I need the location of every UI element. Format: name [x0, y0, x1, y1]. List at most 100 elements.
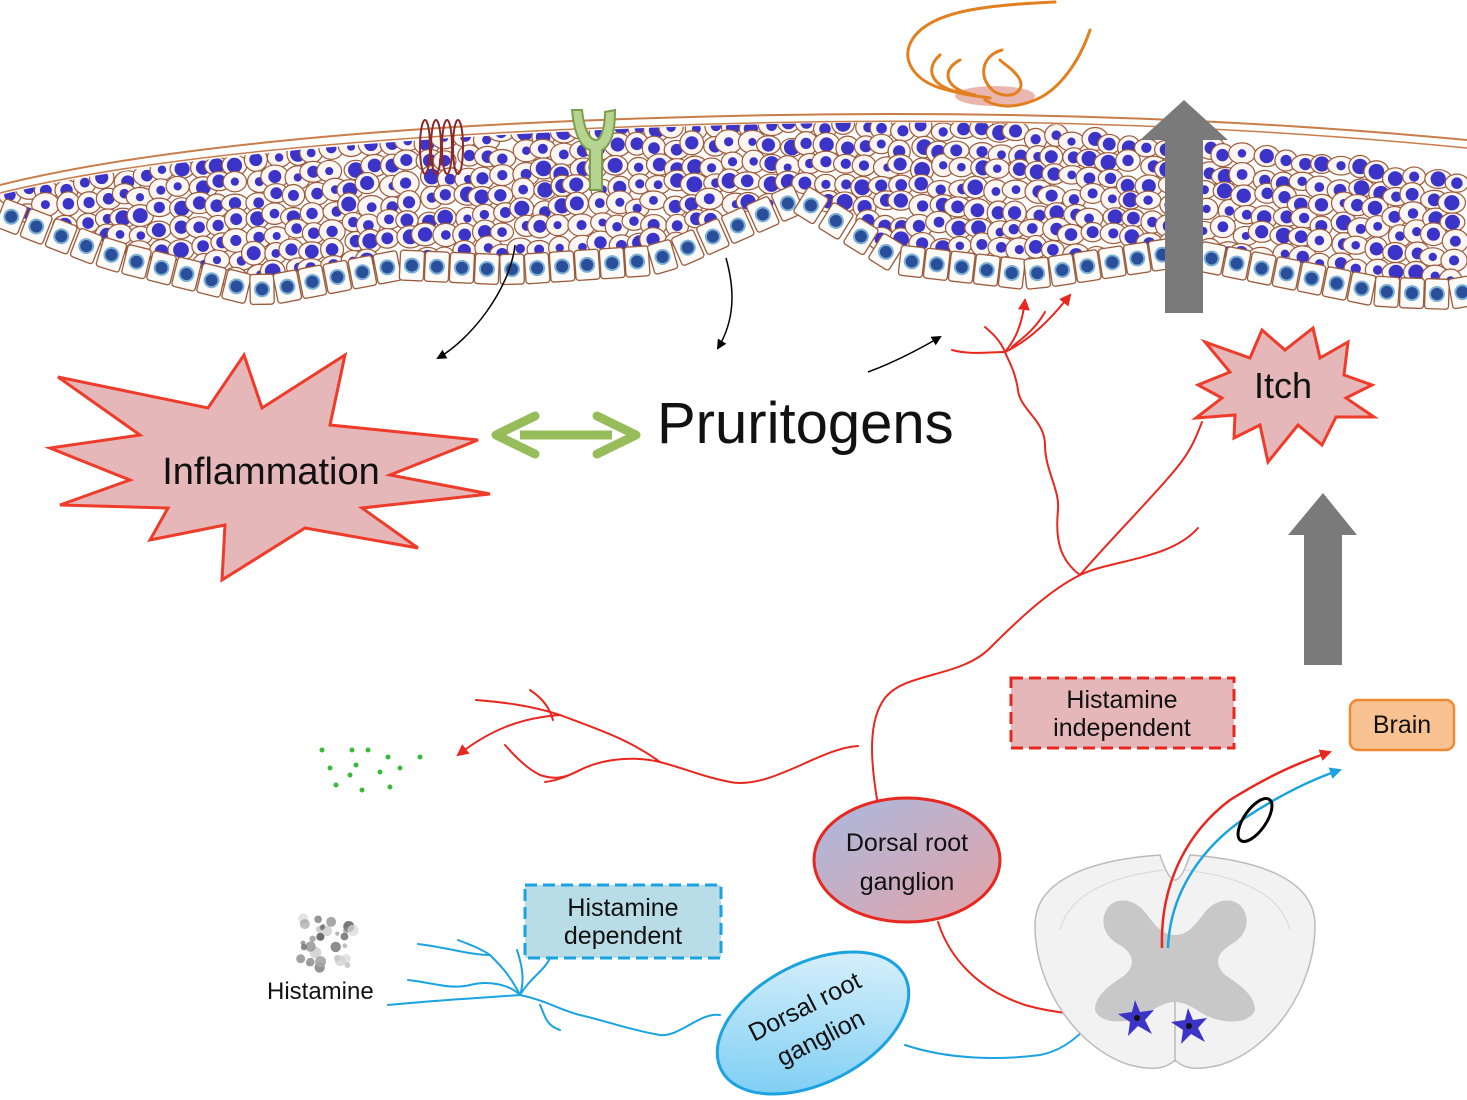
cell-nucleus [1237, 149, 1247, 158]
cell-nucleus [615, 197, 625, 207]
basal-cell [171, 256, 202, 292]
cell-nucleus [347, 142, 356, 151]
cell-nucleus [1107, 194, 1117, 204]
cell-nucleus [893, 157, 907, 171]
histamine-granule [326, 916, 337, 927]
basal-cell [1271, 256, 1302, 291]
basal-cell [1196, 241, 1227, 276]
basal-cell [44, 218, 78, 255]
cell-nucleus [670, 143, 683, 156]
cell-nucleus [102, 193, 115, 205]
cell-nucleus [955, 241, 965, 251]
histamine-granule [330, 941, 341, 953]
itch-burst: Itch [1191, 325, 1379, 466]
pruritogen-dot [387, 784, 393, 790]
cell-nucleus [1141, 142, 1152, 153]
cell-nucleus [366, 202, 377, 213]
cell-nucleus [499, 207, 511, 218]
cell-nucleus [1280, 210, 1294, 224]
pruritogen-dot [385, 754, 391, 760]
cell-nucleus [1387, 244, 1403, 261]
basal-cell [423, 250, 451, 283]
basal-cell [897, 244, 926, 279]
basal-cell [793, 186, 829, 225]
cell-nucleus [1044, 150, 1058, 164]
cell-nucleus [135, 193, 145, 202]
cell-nucleus [306, 207, 318, 220]
cell-nucleus [192, 196, 207, 210]
cell-nucleus [727, 157, 738, 167]
cell-nucleus [249, 153, 263, 167]
cell-nucleus [841, 179, 852, 190]
pruritogen-dot [353, 762, 359, 768]
basal-cell [69, 227, 103, 265]
cell-nucleus [304, 244, 319, 259]
cell-nucleus [819, 123, 831, 135]
cell-nucleus [1030, 134, 1041, 145]
cell-nucleus [1007, 206, 1022, 220]
cell-nucleus [957, 162, 966, 172]
cell-nucleus [967, 179, 984, 196]
cell-nucleus [710, 122, 722, 132]
basal-cell [523, 251, 551, 285]
cell-nucleus [141, 169, 153, 182]
cell-nucleus [136, 231, 146, 240]
cell-nucleus [553, 221, 562, 230]
cell-nucleus [1353, 180, 1370, 196]
cell-nucleus [325, 243, 339, 256]
arrow-pruritogens-to-nerve [867, 335, 942, 373]
cell-nucleus [1100, 154, 1117, 171]
cell-nucleus [1367, 200, 1383, 216]
cell-nucleus [268, 170, 282, 183]
basal-cell [322, 259, 353, 295]
cell-nucleus [287, 189, 299, 201]
cell-nucleus [367, 158, 382, 173]
histamine-independent-label-line2: independent [1053, 714, 1191, 742]
cell-nucleus [633, 162, 644, 173]
cell-nucleus [840, 158, 851, 169]
basal-cell [1398, 277, 1425, 310]
basal-cell [1246, 251, 1277, 286]
basal-cell [843, 217, 879, 256]
basal-cell [19, 208, 53, 245]
cell-nucleus [1033, 209, 1046, 222]
cell-nucleus [173, 242, 189, 258]
cell-nucleus [684, 197, 699, 211]
cell-nucleus [939, 161, 948, 170]
cell-nucleus [1278, 191, 1291, 204]
cell-nucleus [348, 216, 359, 228]
cell-nucleus [721, 172, 738, 189]
cell-nucleus [1280, 154, 1292, 167]
cell-nucleus [400, 153, 413, 167]
cell-nucleus [1427, 193, 1441, 207]
cell-nucleus [271, 248, 281, 258]
pruritogen-dot [359, 787, 365, 793]
cell-nucleus [1102, 137, 1116, 151]
pruritogen-dot [397, 765, 403, 771]
basal-cell [721, 207, 755, 244]
basal-cell [221, 268, 252, 304]
cell-nucleus [423, 168, 440, 185]
cell-nucleus [1387, 171, 1403, 186]
basal-cell [922, 247, 951, 281]
histamine-dependent-label-line2: dependent [564, 922, 682, 950]
basal-cell-layer [0, 185, 1467, 310]
cell-nucleus [992, 164, 1002, 173]
cell-nucleus [1314, 235, 1325, 246]
cell-nucleus [1122, 154, 1134, 167]
cell-nucleus [226, 157, 243, 173]
cell-nucleus [703, 193, 715, 205]
cell-nucleus [174, 220, 188, 234]
cell-nucleus [858, 160, 870, 171]
cell-nucleus [1451, 177, 1463, 189]
cell-nucleus [1141, 179, 1156, 194]
cell-nucleus [1350, 263, 1361, 274]
cell-nucleus [348, 162, 364, 178]
cell-nucleus [363, 220, 374, 231]
basal-cell [272, 269, 303, 304]
cell-nucleus [938, 127, 948, 137]
histamine-granule [314, 915, 322, 924]
cell-nucleus [230, 234, 242, 246]
cell-nucleus [893, 193, 908, 208]
ion-channel-icon [419, 119, 464, 175]
